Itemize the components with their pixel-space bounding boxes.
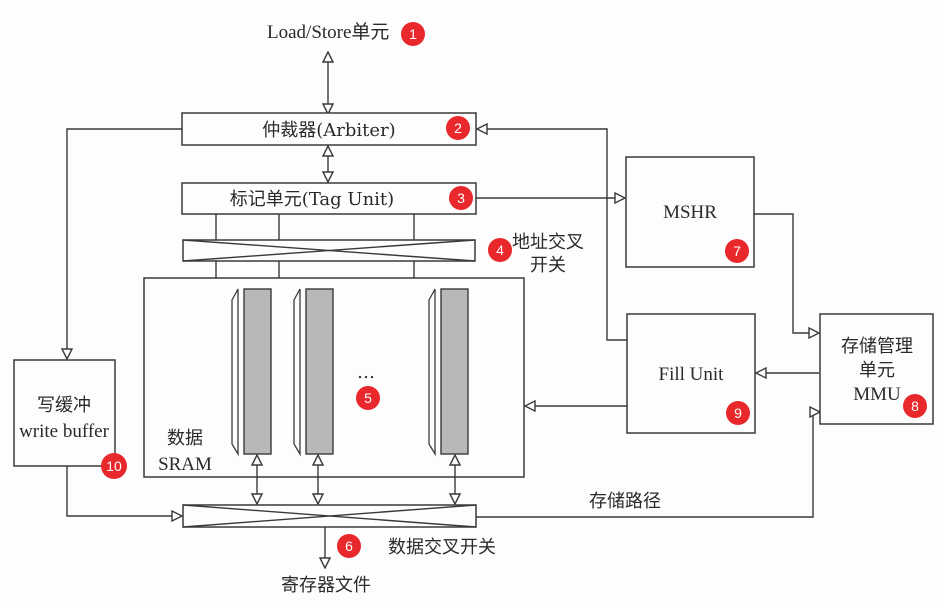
bank-mux bbox=[293, 288, 301, 457]
badge-4: 4 bbox=[488, 238, 512, 262]
bank-mux bbox=[231, 288, 239, 457]
mmu-block: 存储管理 单元 MMU 8 bbox=[819, 313, 934, 425]
arbiter-writebuffer-link bbox=[67, 128, 182, 359]
fill-unit-block: Fill Unit 9 bbox=[626, 313, 756, 434]
sram-bank bbox=[428, 288, 469, 457]
sram-label-2: SRAM bbox=[158, 454, 212, 475]
badge-8: 8 bbox=[903, 394, 927, 418]
write-buffer-label-2: write buffer bbox=[19, 421, 110, 442]
store-path-label: 存储路径 bbox=[589, 491, 661, 512]
mshr-label: MSHR bbox=[663, 202, 717, 223]
svg-text:6: 6 bbox=[345, 538, 353, 554]
write-buffer-label-1: 写缓冲 bbox=[37, 395, 91, 416]
mmu-label-1: 存储管理 bbox=[841, 336, 913, 357]
fill-unit-label: Fill Unit bbox=[659, 364, 725, 385]
sram-bank bbox=[293, 288, 334, 457]
mshr-mmu-link bbox=[754, 213, 819, 333]
addr-crossbar-label-1: 地址交叉 bbox=[512, 232, 584, 253]
register-file-label: 寄存器文件 bbox=[281, 575, 371, 596]
badge-1: 1 bbox=[401, 22, 425, 46]
mmu-label-3: MMU bbox=[853, 384, 901, 405]
writebuffer-dxbar-link bbox=[66, 466, 182, 516]
svg-text:8: 8 bbox=[911, 398, 919, 414]
store-path-link bbox=[476, 412, 820, 518]
svg-text:3: 3 bbox=[457, 190, 465, 206]
sram-bank bbox=[231, 288, 272, 457]
mshr-block: MSHR 7 bbox=[625, 156, 755, 268]
svg-text:7: 7 bbox=[733, 243, 741, 259]
load-store-unit: Load/Store单元 1 bbox=[267, 21, 425, 46]
bank-ellipsis: … bbox=[357, 362, 375, 383]
data-sram: 数据 SRAM … 5 bbox=[143, 277, 525, 478]
badge-5: 5 bbox=[356, 386, 380, 410]
svg-text:4: 4 bbox=[496, 242, 504, 258]
sram-label-1: 数据 bbox=[167, 428, 203, 449]
bank-mux bbox=[428, 288, 436, 457]
arbiter-block: 仲裁器(Arbiter) 2 bbox=[181, 112, 477, 146]
tag-unit-block: 标记单元(Tag Unit) 3 bbox=[181, 182, 477, 215]
badge-2: 2 bbox=[446, 116, 470, 140]
mmu-label-2: 单元 bbox=[859, 360, 895, 381]
badge-6: 6 bbox=[337, 534, 361, 558]
svg-text:1: 1 bbox=[409, 26, 417, 42]
arbiter-label: 仲裁器(Arbiter) bbox=[262, 120, 395, 141]
badge-7: 7 bbox=[725, 239, 749, 263]
svg-text:10: 10 bbox=[106, 458, 122, 474]
svg-text:2: 2 bbox=[454, 120, 462, 136]
svg-text:9: 9 bbox=[734, 405, 742, 421]
data-crossbar: 6 数据交叉开关 bbox=[182, 504, 496, 558]
address-crossbar: 4 地址交叉 开关 bbox=[182, 232, 584, 276]
badge-3: 3 bbox=[449, 186, 473, 210]
svg-text:5: 5 bbox=[364, 390, 372, 406]
badge-10: 10 bbox=[101, 453, 127, 479]
load-store-label: Load/Store单元 bbox=[267, 21, 389, 43]
fill-arbiter-link bbox=[477, 129, 627, 341]
addr-crossbar-label-2: 开关 bbox=[530, 255, 566, 276]
write-buffer-block: 写缓冲 write buffer 10 bbox=[13, 359, 127, 479]
badge-9: 9 bbox=[726, 401, 750, 425]
tag-unit-label: 标记单元(Tag Unit) bbox=[230, 189, 394, 210]
data-crossbar-label: 数据交叉开关 bbox=[388, 537, 496, 558]
